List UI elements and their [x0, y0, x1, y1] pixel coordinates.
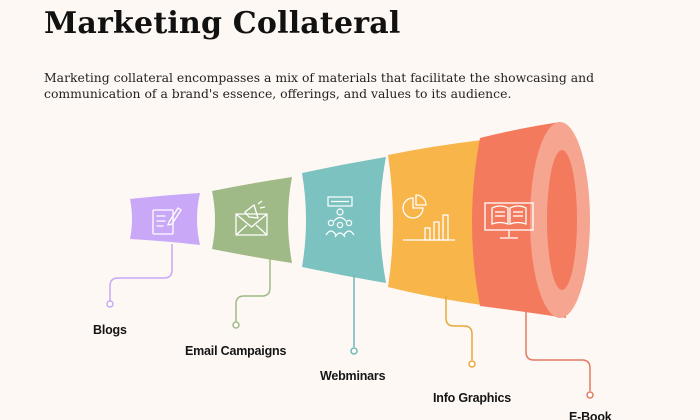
- label-e-book: E-Book: [569, 410, 612, 420]
- segment-email-campaigns-shape: [212, 177, 292, 263]
- segment-email-campaigns: Email Campaigns: [185, 177, 292, 358]
- connector-info-graphics: [445, 296, 473, 360]
- connector-dot-email-campaigns: [232, 321, 240, 329]
- label-blogs: Blogs: [93, 323, 127, 337]
- book-monitor-icon: [484, 202, 534, 239]
- label-email-campaigns: Email Campaigns: [185, 344, 286, 358]
- connector-dot-info-graphics: [468, 360, 476, 368]
- segment-info-graphics: Info Graphics: [388, 140, 511, 405]
- envelope-megaphone-icon: [235, 200, 268, 236]
- connector-email-campaigns: [235, 256, 271, 322]
- connector-dot-blogs: [106, 300, 114, 308]
- segment-webminars-shape: [302, 157, 386, 283]
- document-pen-icon: [152, 207, 182, 235]
- connector-e-book: [525, 310, 591, 391]
- segment-e-book: E-Book: [472, 122, 612, 420]
- connector-dot-webminars: [350, 347, 358, 355]
- connector-blogs: [109, 244, 173, 301]
- presenter-audience-icon: [325, 196, 355, 238]
- pie-bar-chart-icon: [402, 194, 455, 241]
- segment-e-book-opening: [547, 150, 577, 290]
- segment-webminars: Webminars: [302, 157, 386, 383]
- label-info-graphics: Info Graphics: [433, 391, 511, 405]
- segment-blogs: Blogs: [93, 193, 200, 337]
- label-webminars: Webminars: [320, 369, 386, 383]
- connector-dot-e-book: [586, 391, 594, 399]
- description: Marketing collateral encompasses a mix o…: [44, 70, 595, 101]
- page-title: Marketing Collateral: [44, 6, 401, 41]
- segment-blogs-shape: [130, 193, 200, 245]
